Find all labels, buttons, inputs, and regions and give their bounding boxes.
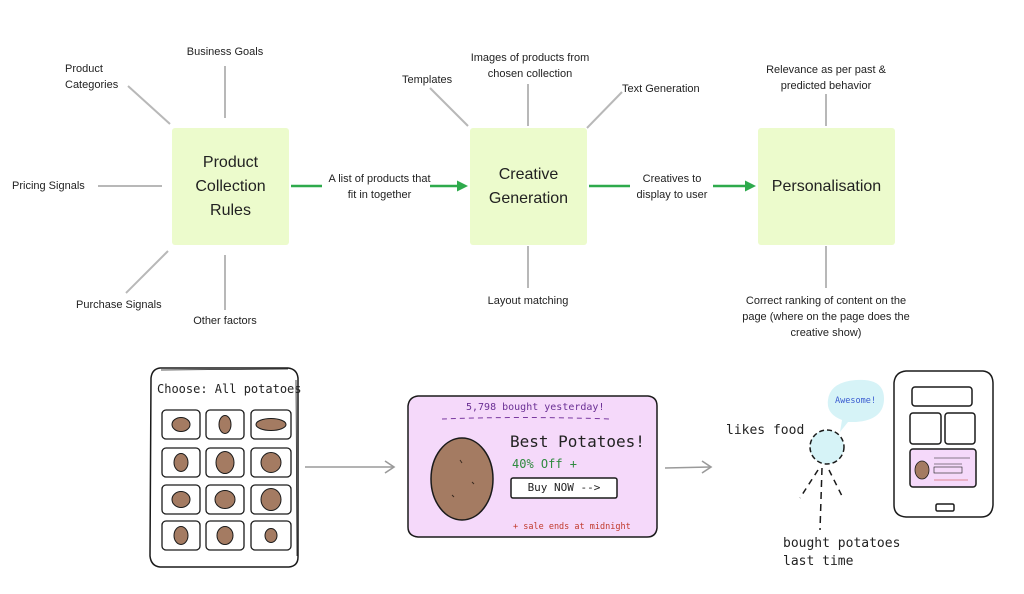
potato-grid xyxy=(161,409,292,551)
label-layout-matching: Layout matching xyxy=(487,295,569,307)
grid-cell xyxy=(250,409,292,440)
edge-label-creatives: Creatives to display to user xyxy=(636,173,708,201)
grid-cell xyxy=(250,447,292,478)
phone-sketch xyxy=(893,370,994,518)
potato-icon xyxy=(218,415,232,434)
grid-cell xyxy=(205,409,245,440)
label-other-factors: Other factors xyxy=(193,315,257,327)
potato-icon xyxy=(264,528,278,543)
user-figure xyxy=(799,429,845,531)
speech-bubble xyxy=(827,379,885,432)
node-label: Personalisation xyxy=(771,177,882,195)
grid-cell xyxy=(205,520,245,551)
banner-card xyxy=(407,395,658,538)
banner-note: + sale ends at midnight xyxy=(513,522,631,532)
label-relevance: Relevance as per past & predicted behavi… xyxy=(766,64,886,92)
potato-icon xyxy=(173,526,189,545)
node-personalisation: Personalisation xyxy=(758,128,895,245)
speech-text: Awesome! xyxy=(835,396,876,406)
rules-connectors xyxy=(98,66,827,310)
edge-arrows xyxy=(291,180,756,192)
node-label: Creative Generation xyxy=(488,165,569,207)
banner-top-text: 5,798 bought yesterday! xyxy=(466,402,605,413)
banner-offer: 40% Off + xyxy=(512,457,578,471)
label-templates: Templates xyxy=(402,74,453,86)
banner-title: Best Potatoes! xyxy=(510,432,645,451)
label-images-of-products: Images of products from chosen collectio… xyxy=(470,52,590,80)
potato-icon xyxy=(214,490,236,509)
label-correct-ranking: Correct ranking of content on the page (… xyxy=(742,295,910,339)
potato-icon xyxy=(173,453,189,472)
grid-cell xyxy=(250,520,292,551)
label-product-categories: Product Categories xyxy=(65,63,119,91)
label-purchase-signals: Purchase Signals xyxy=(76,299,162,311)
label-text-generation: Text Generation xyxy=(622,83,700,95)
grid-cell xyxy=(250,484,292,515)
label-pricing-signals: Pricing Signals xyxy=(12,180,85,192)
label-business-goals: Business Goals xyxy=(186,46,264,58)
grid-cell xyxy=(161,484,201,515)
banner-buy-button: Buy NOW --> xyxy=(527,481,601,494)
grid-title: Choose: All potatoes xyxy=(157,382,302,396)
edge-label-product-list: A list of products that fit in together xyxy=(328,173,431,201)
person-label: likes food xyxy=(726,423,805,438)
node-label: Product Collection Rules xyxy=(195,153,266,219)
grid-cell xyxy=(161,520,201,551)
history-label: bought potatoes last time xyxy=(783,536,901,569)
grid-cell xyxy=(161,447,201,478)
sketch-grid-card xyxy=(149,367,299,568)
potato-icon xyxy=(171,491,191,508)
potato-icon xyxy=(260,488,282,511)
node-creative-generation: Creative Generation xyxy=(470,128,587,245)
grid-cell xyxy=(205,447,245,478)
node-product-collection-rules: Product Collection Rules xyxy=(172,128,289,245)
potato-icon xyxy=(171,417,191,432)
potato-icon xyxy=(216,526,234,545)
potato-icon xyxy=(260,452,282,473)
potato-icon xyxy=(255,418,287,431)
grid-cell xyxy=(161,409,201,440)
potato-icon xyxy=(215,451,235,474)
sketch-arrows xyxy=(305,460,713,474)
grid-cell xyxy=(205,484,245,515)
